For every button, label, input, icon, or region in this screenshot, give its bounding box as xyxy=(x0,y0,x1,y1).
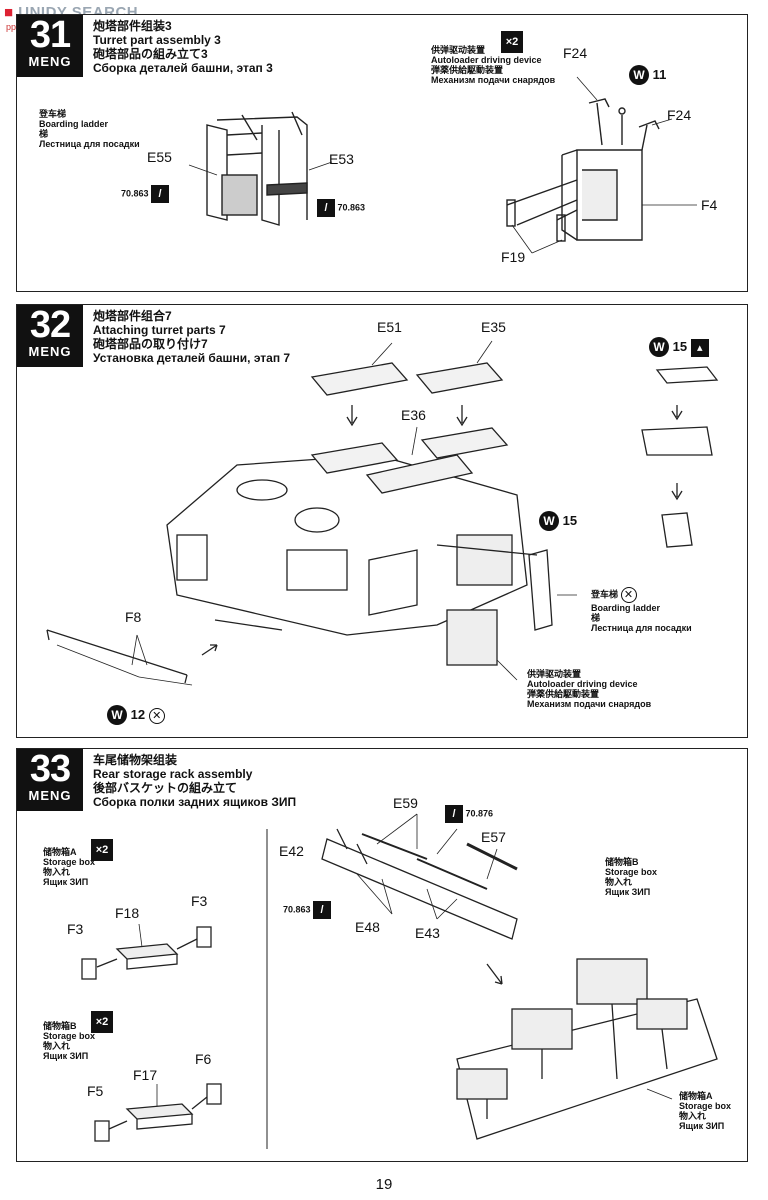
brush-icon: / xyxy=(151,185,170,203)
glue-w11: W 11 xyxy=(629,65,666,85)
step-33-titles: 车尾储物架组装 Rear storage rack assembly 後部バスケ… xyxy=(93,753,296,809)
glue-w12: W 12 ✕ xyxy=(107,705,165,725)
part-f3-left: F3 xyxy=(67,921,84,937)
glue-w15-mid: W 15 xyxy=(539,511,577,531)
quantity-x2-badge: ×2 xyxy=(91,1011,113,1033)
part-e35: E35 xyxy=(481,319,506,335)
title-jp: 砲塔部品の取り付け7 xyxy=(93,337,208,351)
part-f5: F5 xyxy=(87,1083,104,1099)
part-f24-right: F24 xyxy=(667,107,692,123)
no-glue-icon: ✕ xyxy=(620,587,637,603)
step-number: 32 xyxy=(29,304,71,346)
storage-box-b-caption: 储物箱B Storage box 物入れ Ящик ЗИП xyxy=(43,1021,96,1061)
cement-icon: W xyxy=(107,705,127,725)
step-32-panel: 32 MENG 炮塔部件组合7 Attaching turret parts 7… xyxy=(16,304,748,738)
part-f18: F18 xyxy=(115,905,140,921)
step-33-drawing xyxy=(81,813,718,1149)
part-e42: E42 xyxy=(279,843,304,859)
brush-icon: / xyxy=(317,199,335,217)
autoloader-caption: 供弹驱动装置 Autoloader driving device 弾薬供給駆動装… xyxy=(527,669,652,709)
brush-icon: / xyxy=(445,805,463,823)
no-glue-icon: ✕ xyxy=(148,707,165,724)
title-cn: 炮塔部件组合7 xyxy=(93,309,172,323)
paint-ref-1: 70.863 / xyxy=(121,185,170,203)
part-e57: E57 xyxy=(481,829,506,845)
step-number: 33 xyxy=(29,748,71,790)
title-en: Attaching turret parts 7 xyxy=(93,323,226,337)
paint-ref-2: 70.863 / xyxy=(283,901,332,919)
step-31-panel: 31 MENG 炮塔部件组装3 Turret part assembly 3 砲… xyxy=(16,14,748,292)
title-cn: 炮塔部件组装3 xyxy=(93,19,172,33)
part-e43: E43 xyxy=(415,925,440,941)
title-en: Rear storage rack assembly xyxy=(93,767,253,781)
title-jp: 後部バスケットの組み立て xyxy=(93,781,238,795)
glue-w15-top: W 15 ▴ xyxy=(649,337,709,357)
part-f8: F8 xyxy=(125,609,142,625)
title-ru: Сборка полки задних ящиков ЗИП xyxy=(93,795,297,809)
storage-box-b-caption-2: 储物箱B Storage box 物入れ Ящик ЗИП xyxy=(605,857,658,897)
part-e36: E36 xyxy=(401,407,426,423)
part-e51: E51 xyxy=(377,319,402,335)
part-f24-left: F24 xyxy=(563,45,588,61)
step-31-titles: 炮塔部件组装3 Turret part assembly 3 砲塔部品の組み立て… xyxy=(93,19,273,75)
quantity-x2-badge: ×2 xyxy=(91,839,113,861)
part-f6: F6 xyxy=(195,1051,212,1067)
brand-logo: MENG xyxy=(28,344,72,359)
storage-box-a-caption-2: 储物箱A Storage box 物入れ Ящик ЗИП xyxy=(679,1091,732,1131)
paint-ref-1: / 70.876 xyxy=(445,805,493,823)
brush-icon: / xyxy=(313,901,332,919)
step-33-panel: 33 MENG 车尾储物架组装 Rear storage rack assemb… xyxy=(16,748,748,1162)
page-number: 19 xyxy=(375,1176,393,1193)
title-ru: Установка деталей башни, этап 7 xyxy=(93,351,291,365)
part-e59: E59 xyxy=(393,795,418,811)
quantity-x2-badge: ×2 xyxy=(501,31,523,53)
brand-logo: MENG xyxy=(28,788,72,803)
photo-etch-icon: ▴ xyxy=(690,338,709,357)
part-f17: F17 xyxy=(133,1067,158,1083)
part-f19: F19 xyxy=(501,249,526,265)
cement-icon: W xyxy=(649,337,669,357)
step-32-badge: 32 MENG xyxy=(17,305,83,367)
step-number: 31 xyxy=(29,14,71,56)
part-e53: E53 xyxy=(329,151,354,167)
brand-logo: MENG xyxy=(28,54,72,69)
step-31-drawing xyxy=(188,76,697,254)
step-31-badge: 31 MENG xyxy=(17,15,83,77)
step-33-badge: 33 MENG xyxy=(17,749,83,811)
part-f3-right: F3 xyxy=(191,893,208,909)
part-e48: E48 xyxy=(355,919,380,935)
title-jp: 砲塔部品の組み立て3 xyxy=(93,47,208,61)
title-en: Turret part assembly 3 xyxy=(93,33,221,47)
ladder-caption: 登车梯 Boarding ladder 梯 Лестница для посад… xyxy=(39,109,140,149)
cement-icon: W xyxy=(629,65,649,85)
part-e55: E55 xyxy=(147,149,172,165)
ladder-caption: 登车梯 ✕ Boarding ladder 梯 Лестница для пос… xyxy=(591,587,692,633)
step-32-drawing xyxy=(46,340,719,686)
cement-icon: W xyxy=(539,511,559,531)
autoloader-caption: 供弹驱动装置 Autoloader driving device 弾薬供給駆動装… xyxy=(431,45,556,85)
paint-ref-2: / 70.863 xyxy=(317,199,365,217)
title-cn: 车尾储物架组装 xyxy=(93,753,178,767)
title-ru: Сборка деталей башни, этап 3 xyxy=(93,61,273,75)
storage-box-a-caption: 储物箱A Storage box 物入れ Ящик ЗИП xyxy=(43,847,96,887)
part-f4: F4 xyxy=(701,197,718,213)
step-32-titles: 炮塔部件组合7 Attaching turret parts 7 砲塔部品の取り… xyxy=(93,309,290,365)
